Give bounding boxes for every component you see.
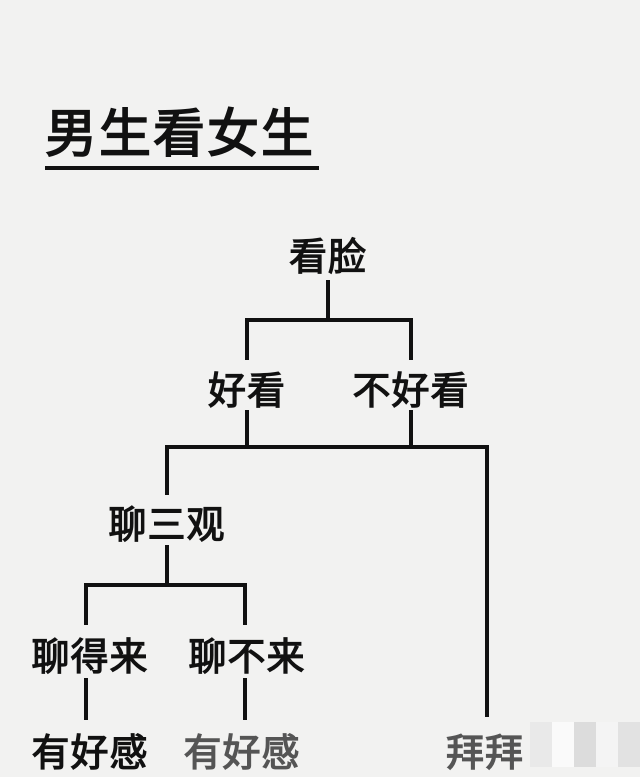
- connector: [165, 445, 489, 449]
- connector: [165, 445, 169, 495]
- node-incompatible: 聊不来: [188, 635, 306, 679]
- connector: [245, 318, 413, 322]
- connector: [243, 678, 247, 720]
- connector: [326, 280, 330, 322]
- connector: [165, 545, 169, 587]
- connector: [84, 583, 247, 587]
- connector: [84, 583, 88, 625]
- connector: [243, 583, 247, 625]
- node-values: 聊三观: [108, 503, 226, 547]
- connector: [84, 678, 88, 720]
- diagram-title: 男生看女生: [45, 104, 320, 170]
- node-incompatible-result: 有好感: [183, 731, 301, 775]
- connector: [485, 445, 489, 717]
- node-good-looking: 好看: [207, 369, 287, 413]
- node-root: 看脸: [288, 235, 368, 279]
- watermark: [530, 722, 640, 767]
- node-compatible: 聊得来: [31, 635, 149, 679]
- node-compatible-result: 有好感: [31, 731, 149, 775]
- connector: [409, 318, 413, 360]
- node-not-good-looking: 不好看: [352, 369, 470, 413]
- node-reject-result: 拜拜: [445, 731, 525, 775]
- connector: [245, 318, 249, 360]
- connector: [409, 410, 413, 449]
- connector: [245, 410, 249, 449]
